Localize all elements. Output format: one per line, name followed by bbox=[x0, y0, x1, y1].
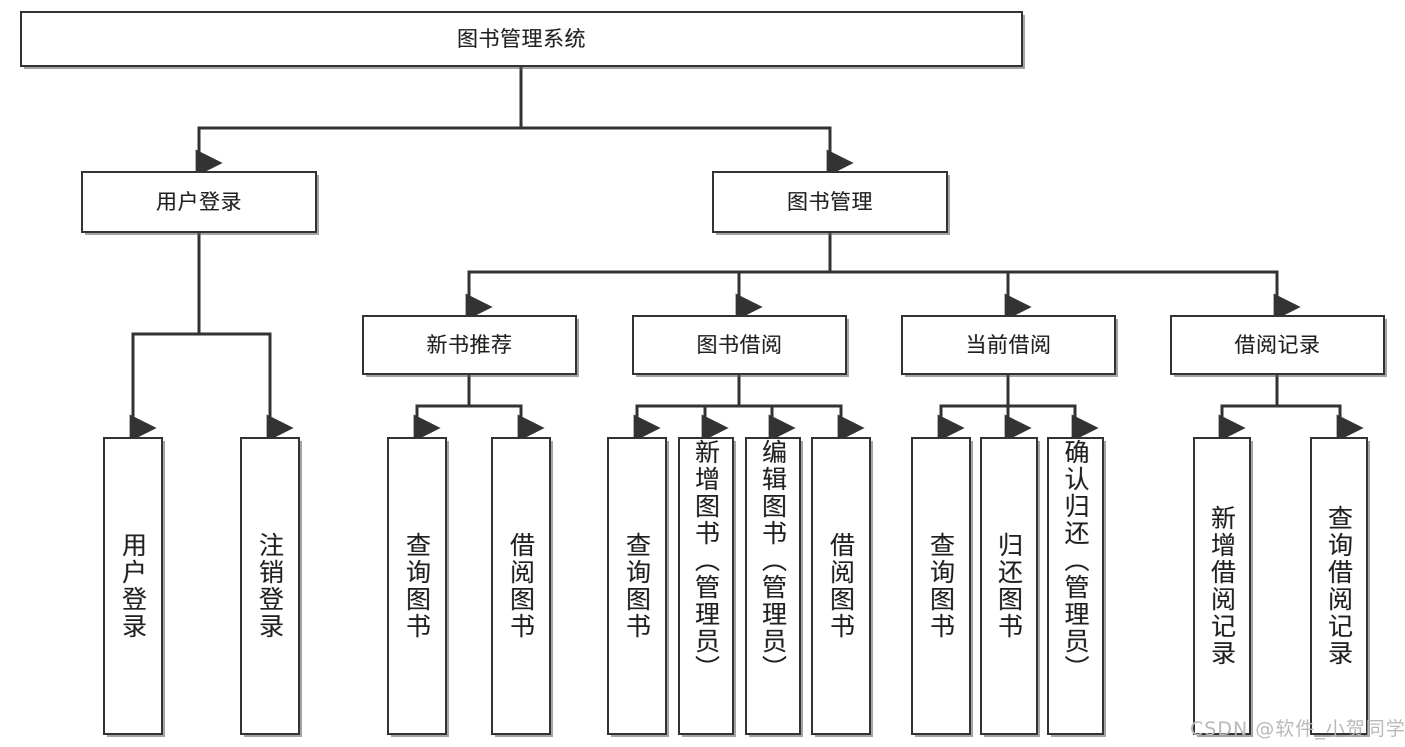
leaf-user-login-login[interactable]: 用户登录 bbox=[103, 437, 163, 735]
leaf-book-borrow-borrow[interactable]: 借阅图书 bbox=[811, 437, 871, 735]
leaf-user-login-login-label: 用户登录 bbox=[118, 532, 148, 640]
leaf-current-borrow-confirm[interactable]: 确认归还（管理员） bbox=[1047, 437, 1104, 735]
leaf-book-borrow-query[interactable]: 查询图书 bbox=[607, 437, 667, 735]
node-book-borrow[interactable]: 图书借阅 bbox=[632, 315, 847, 375]
leaf-borrow-record-query-label: 查询借阅记录 bbox=[1324, 505, 1354, 667]
leaf-book-borrow-add-label: 新增图书（管理员） bbox=[691, 439, 721, 682]
leaf-new-book-query[interactable]: 查询图书 bbox=[387, 437, 447, 735]
leaf-new-book-query-label: 查询图书 bbox=[402, 532, 432, 640]
node-borrow-record-label: 借阅记录 bbox=[1234, 332, 1321, 357]
leaf-user-login-logout-label: 注销登录 bbox=[255, 532, 285, 640]
leaf-book-borrow-edit-label: 编辑图书（管理员） bbox=[758, 439, 788, 682]
leaf-borrow-record-add-label: 新增借阅记录 bbox=[1207, 505, 1237, 667]
leaf-current-borrow-confirm-label: 确认归还（管理员） bbox=[1061, 439, 1090, 682]
leaf-user-login-logout[interactable]: 注销登录 bbox=[240, 437, 300, 735]
node-book-borrow-label: 图书借阅 bbox=[696, 332, 783, 357]
leaf-current-borrow-return-label: 归还图书 bbox=[994, 532, 1024, 640]
leaf-new-book-borrow[interactable]: 借阅图书 bbox=[491, 437, 551, 735]
leaf-book-borrow-edit[interactable]: 编辑图书（管理员） bbox=[745, 437, 801, 735]
leaf-borrow-record-query[interactable]: 查询借阅记录 bbox=[1310, 437, 1368, 735]
node-user-login[interactable]: 用户登录 bbox=[81, 171, 317, 233]
leaf-current-borrow-query-label: 查询图书 bbox=[926, 532, 956, 640]
node-current-borrow[interactable]: 当前借阅 bbox=[901, 315, 1116, 375]
node-new-book-recommend-label: 新书推荐 bbox=[426, 332, 513, 357]
leaf-current-borrow-return[interactable]: 归还图书 bbox=[980, 437, 1038, 735]
csdn-watermark: CSDN @软件_小贺同学 bbox=[1190, 718, 1405, 740]
leaf-new-book-borrow-label: 借阅图书 bbox=[506, 532, 536, 640]
leaf-book-borrow-query-label: 查询图书 bbox=[622, 532, 652, 640]
node-book-management-label: 图书管理 bbox=[787, 189, 873, 214]
node-user-login-label: 用户登录 bbox=[156, 189, 242, 214]
node-new-book-recommend[interactable]: 新书推荐 bbox=[362, 315, 577, 375]
leaf-book-borrow-add[interactable]: 新增图书（管理员） bbox=[678, 437, 734, 735]
node-root-label: 图书管理系统 bbox=[457, 26, 586, 51]
node-borrow-record[interactable]: 借阅记录 bbox=[1170, 315, 1385, 375]
leaf-borrow-record-add[interactable]: 新增借阅记录 bbox=[1193, 437, 1251, 735]
node-book-management[interactable]: 图书管理 bbox=[712, 171, 948, 233]
node-current-borrow-label: 当前借阅 bbox=[965, 332, 1052, 357]
node-root[interactable]: 图书管理系统 bbox=[20, 11, 1023, 67]
leaf-book-borrow-borrow-label: 借阅图书 bbox=[826, 532, 856, 640]
leaf-current-borrow-query[interactable]: 查询图书 bbox=[911, 437, 971, 735]
